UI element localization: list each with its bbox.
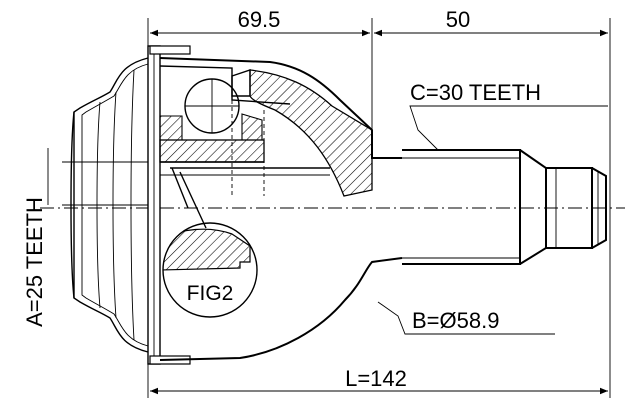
rubber-boot [70, 57, 149, 353]
dim-diameter: B=Ø58.9 [412, 308, 499, 333]
outer-housing [159, 57, 403, 361]
dimension-lines [47, 18, 611, 398]
dim-outer-spline: C=30 TEETH [410, 80, 541, 105]
dimension-labels: 69.5 50 L=142 C=30 TEETH B=Ø58.9 A=25 TE… [22, 7, 541, 391]
clamp-band [147, 45, 191, 365]
dim-top-left: 69.5 [238, 7, 281, 32]
fig2-label: FIG2 [187, 282, 234, 305]
dim-inner-spline: A=25 TEETH [22, 197, 47, 327]
dim-total-length: L=142 [345, 366, 407, 391]
dim-top-right: 50 [446, 7, 470, 32]
stub-shaft [402, 149, 607, 265]
fig2-detail: FIG2 [162, 171, 258, 318]
